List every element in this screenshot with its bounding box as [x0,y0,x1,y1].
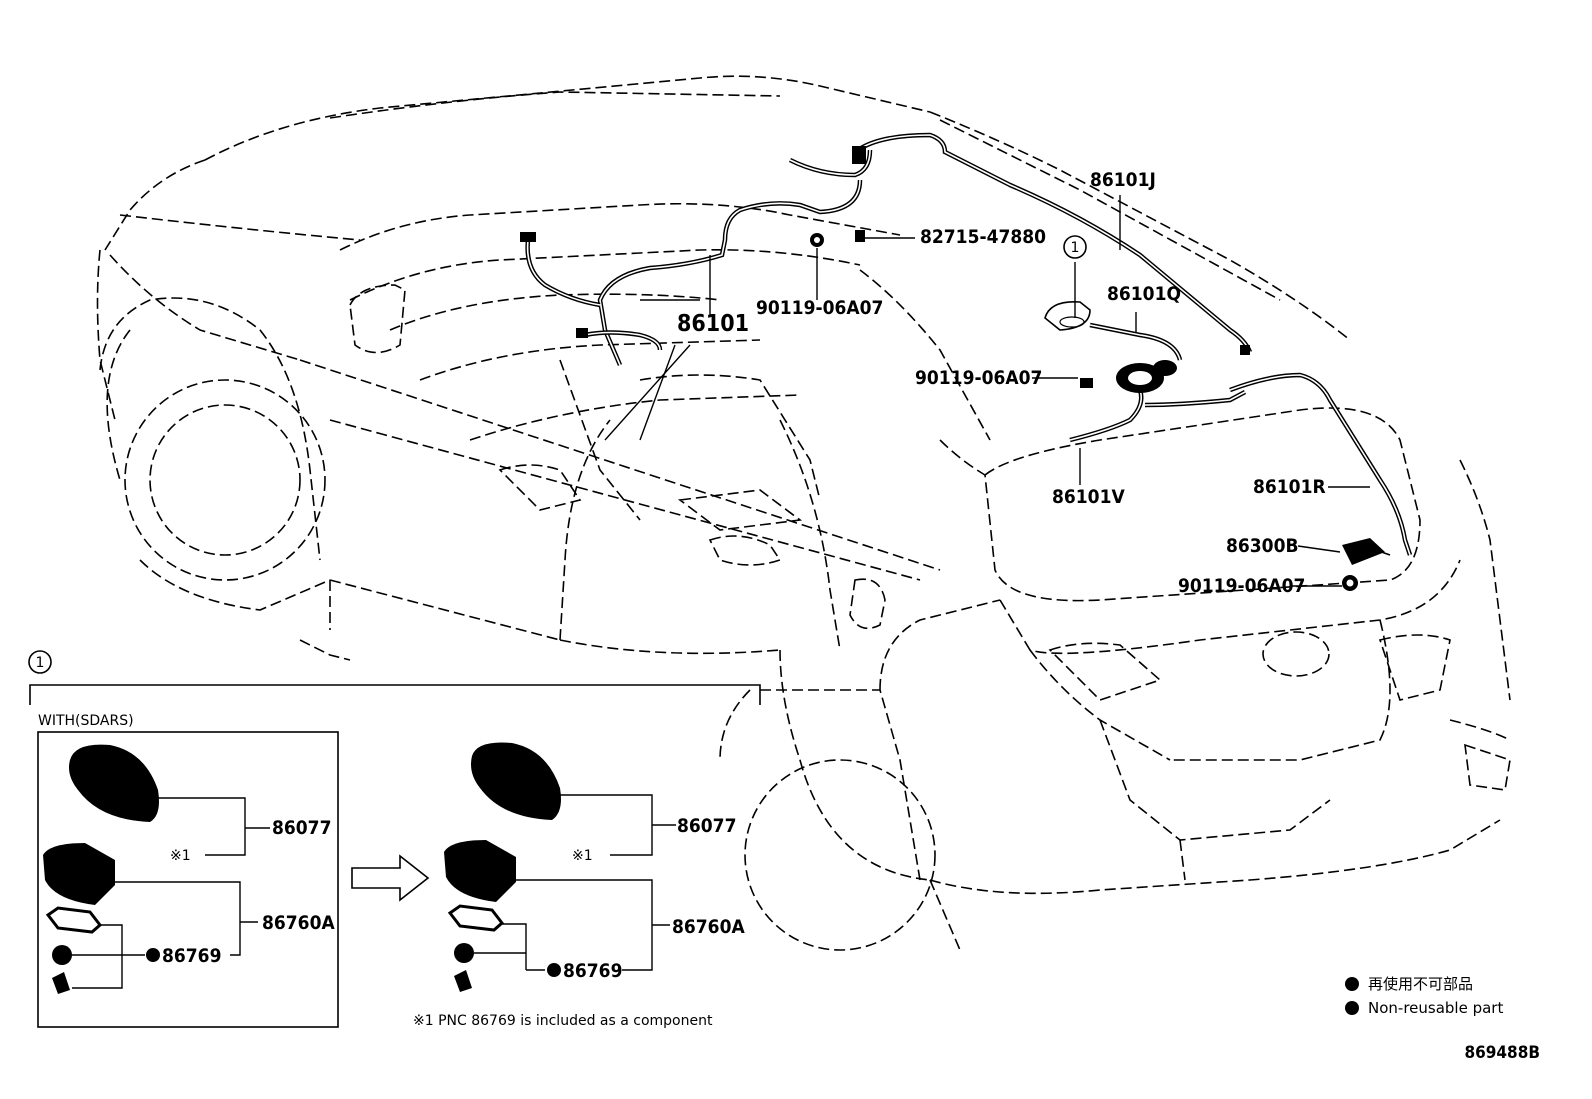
inset-callout-number: 1 [36,655,45,671]
gasket-shape-2 [447,904,505,932]
antenna-cover-shape [69,744,159,822]
part-label-86101R: 86101R [1253,476,1326,498]
part-label-82715: 82715-47880 [920,226,1046,248]
arrow-icon [351,854,430,902]
part-label-86101J: 86101J [1090,169,1156,191]
wire-harnesses [520,132,1413,591]
inset-right-group: ※1 86077 86760A 86769 [444,742,745,992]
footnote: ※1 PNC 86769 is included as a component [413,1013,713,1029]
antenna-base-shape [43,843,115,905]
nut-shape-2 [454,943,474,963]
vehicle-outline [96,75,1511,951]
inset-callout-circle [28,650,52,674]
left-label-86077: 86077 [272,817,331,839]
legend-text-en: Non-reusable part [1368,999,1503,1017]
left-note-mark: ※1 [170,848,191,864]
nut-shape [52,945,72,965]
main-part-labels: 86101J 82715-47880 86101Q 90119-06A07 86… [677,169,1326,597]
right-note-mark: ※1 [572,848,593,864]
part-label-90119-mid: 90119-06A07 [915,367,1042,389]
part-label-90119-low: 90119-06A07 [1178,575,1305,597]
leader-lines [604,195,1370,587]
inset-detail: 1 WITH(SDARS) ※1 86077 86760A 86769 [28,650,761,1029]
part-label-86101Q: 86101Q [1107,283,1181,305]
gasket-shape [45,906,103,934]
callout-circle [1063,235,1087,259]
right-label-86769: 86769 [563,960,622,982]
clip-shape-2 [454,970,472,992]
left-nonreusable-dot [146,948,160,962]
part-label-86101V: 86101V [1052,486,1125,508]
inset-left-group: ※1 86077 86760A 86769 [43,744,335,994]
part-label-86101: 86101 [677,311,749,337]
right-nonreusable-dot [547,963,561,977]
legend-text-jp: 再使用不可部品 [1368,975,1473,993]
legend-dot-jp [1345,977,1359,991]
inset-box [37,731,339,1028]
right-label-86760A: 86760A [672,916,745,938]
legend: 再使用不可部品 Non-reusable part [1345,975,1503,1017]
antenna-cover-shape-2 [471,742,561,820]
left-label-86760A: 86760A [262,912,335,934]
inset-bracket [29,684,761,705]
left-label-86769: 86769 [162,945,221,967]
right-label-86077: 86077 [677,815,736,837]
antenna-base-shape-2 [444,840,516,902]
inset-header: WITH(SDARS) [38,713,134,729]
callout-number: 1 [1071,240,1080,256]
part-label-90119-top: 90119-06A07 [756,297,883,319]
diagram-code: 869488B [1464,1043,1540,1063]
legend-dot-en [1345,1001,1359,1015]
part-label-86300B: 86300B [1226,535,1299,557]
clip-shape [52,972,70,994]
